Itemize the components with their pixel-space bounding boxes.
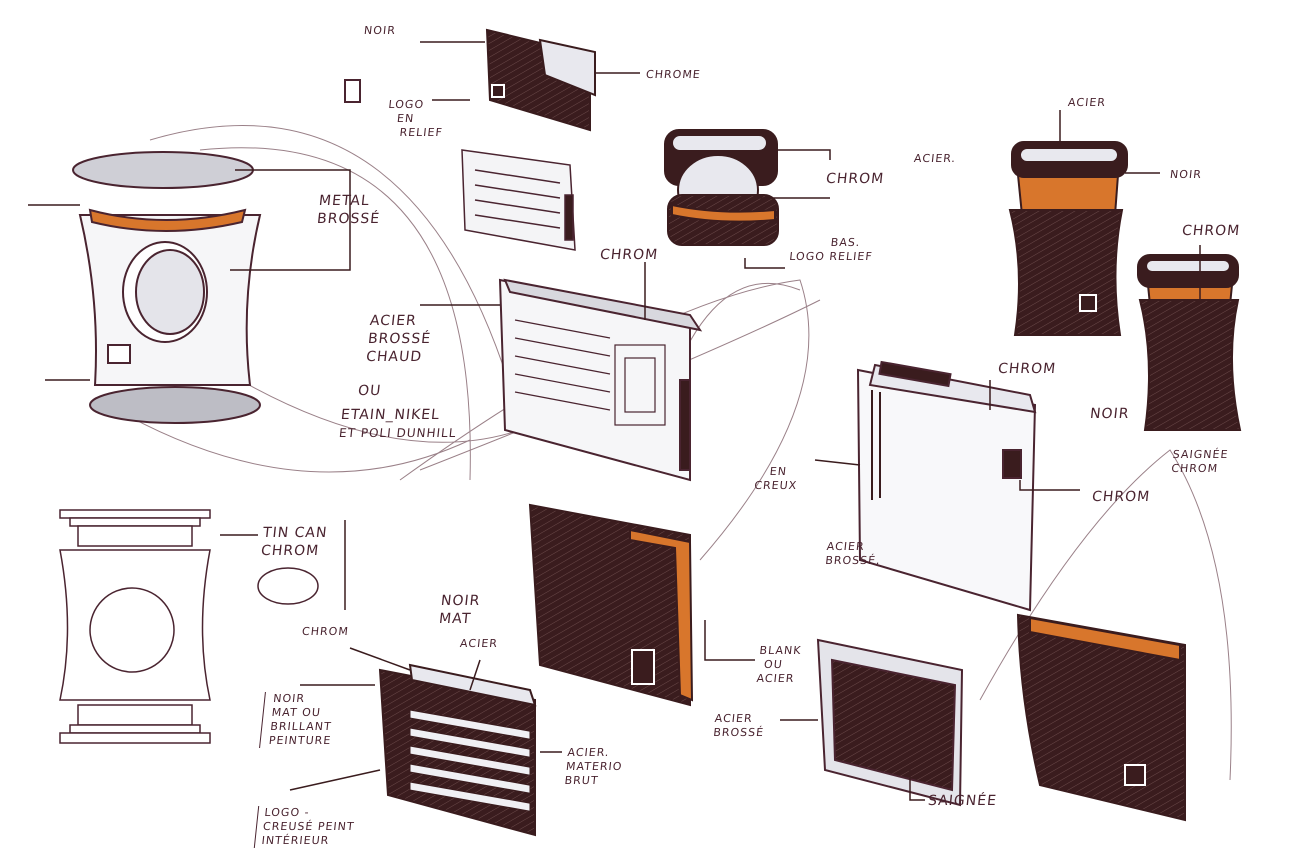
label-chrom-center: Chrom (599, 247, 659, 263)
tin-can-product (59, 509, 211, 744)
label-logo-en-relief: LogoEnRelief (387, 98, 444, 139)
logo-oval-icon (257, 567, 319, 605)
small-dark-case-product (1137, 254, 1242, 431)
label-blank-ou-acier: BlankouAcier (755, 644, 803, 685)
tall-dark-case-product (1008, 141, 1128, 336)
label-acier-bottom: Acier (459, 637, 499, 650)
label-ou: ou (357, 383, 383, 399)
label-acier-brosse-chaud: AcierBrosséChaud (365, 313, 432, 365)
label-noir-right: Noir (1169, 168, 1203, 181)
label-tin-can-chrom: Tin CanChrom (260, 525, 329, 559)
label-acier-top-right: Acier (1067, 96, 1107, 109)
white-grille-case-product (498, 278, 703, 482)
dark-orange-case-product (528, 503, 694, 707)
label-acier-materio-brut: Acier.MaterioBrut (563, 746, 624, 787)
label-acier-brosse-white: AcierBrossé. (824, 540, 882, 567)
label-chrome-top: Chrome (645, 68, 702, 81)
label-chrom-bottom: Chrom (301, 625, 350, 638)
dark-cup-case-product (1016, 613, 1186, 822)
label-saignee-bottom: Saignée (927, 793, 998, 809)
white-lighter-product (856, 360, 1037, 612)
label-chrom-round: Chrom (825, 171, 885, 187)
label-saignee-chrom: SaignéeChrom (1170, 448, 1230, 475)
logo-mark-icon (344, 79, 361, 103)
label-bas-logo-relief: Bas.Logo Relief (788, 236, 874, 263)
slatted-case-product (378, 663, 537, 837)
label-chrom-side: Chrom (1091, 489, 1151, 505)
round-window-product (664, 129, 779, 246)
label-metal-brosse: MetalBrossé (316, 193, 381, 227)
label-noir-top: Noir (363, 24, 397, 37)
label-acier-brosse-bottom: AcierBrossé (712, 712, 765, 739)
dark-pouch-product (485, 28, 596, 132)
label-noir-mat-brillant: NoirMat ouBrillantPeinture (259, 692, 337, 748)
label-acier-left-right: Acier. (913, 152, 957, 165)
label-etain-nikel: Etain_NikelEt Poli Dunhill (338, 407, 458, 440)
label-chrom-white-lighter: Chrom (997, 361, 1057, 377)
leader-lines (28, 41, 1201, 801)
label-noir-mat: NoirMat (438, 593, 482, 627)
cylinder-product (72, 151, 262, 424)
framed-leather-case-product (816, 638, 964, 807)
grille-box-product (461, 149, 576, 251)
label-chrom-right: Chrom (1181, 223, 1241, 239)
label-en-creux: EnCreux (753, 465, 798, 492)
label-noir-lower-right: Noir (1089, 406, 1131, 422)
label-logo-creuse: Logo -Creusé PeintIntérieur (253, 806, 357, 848)
